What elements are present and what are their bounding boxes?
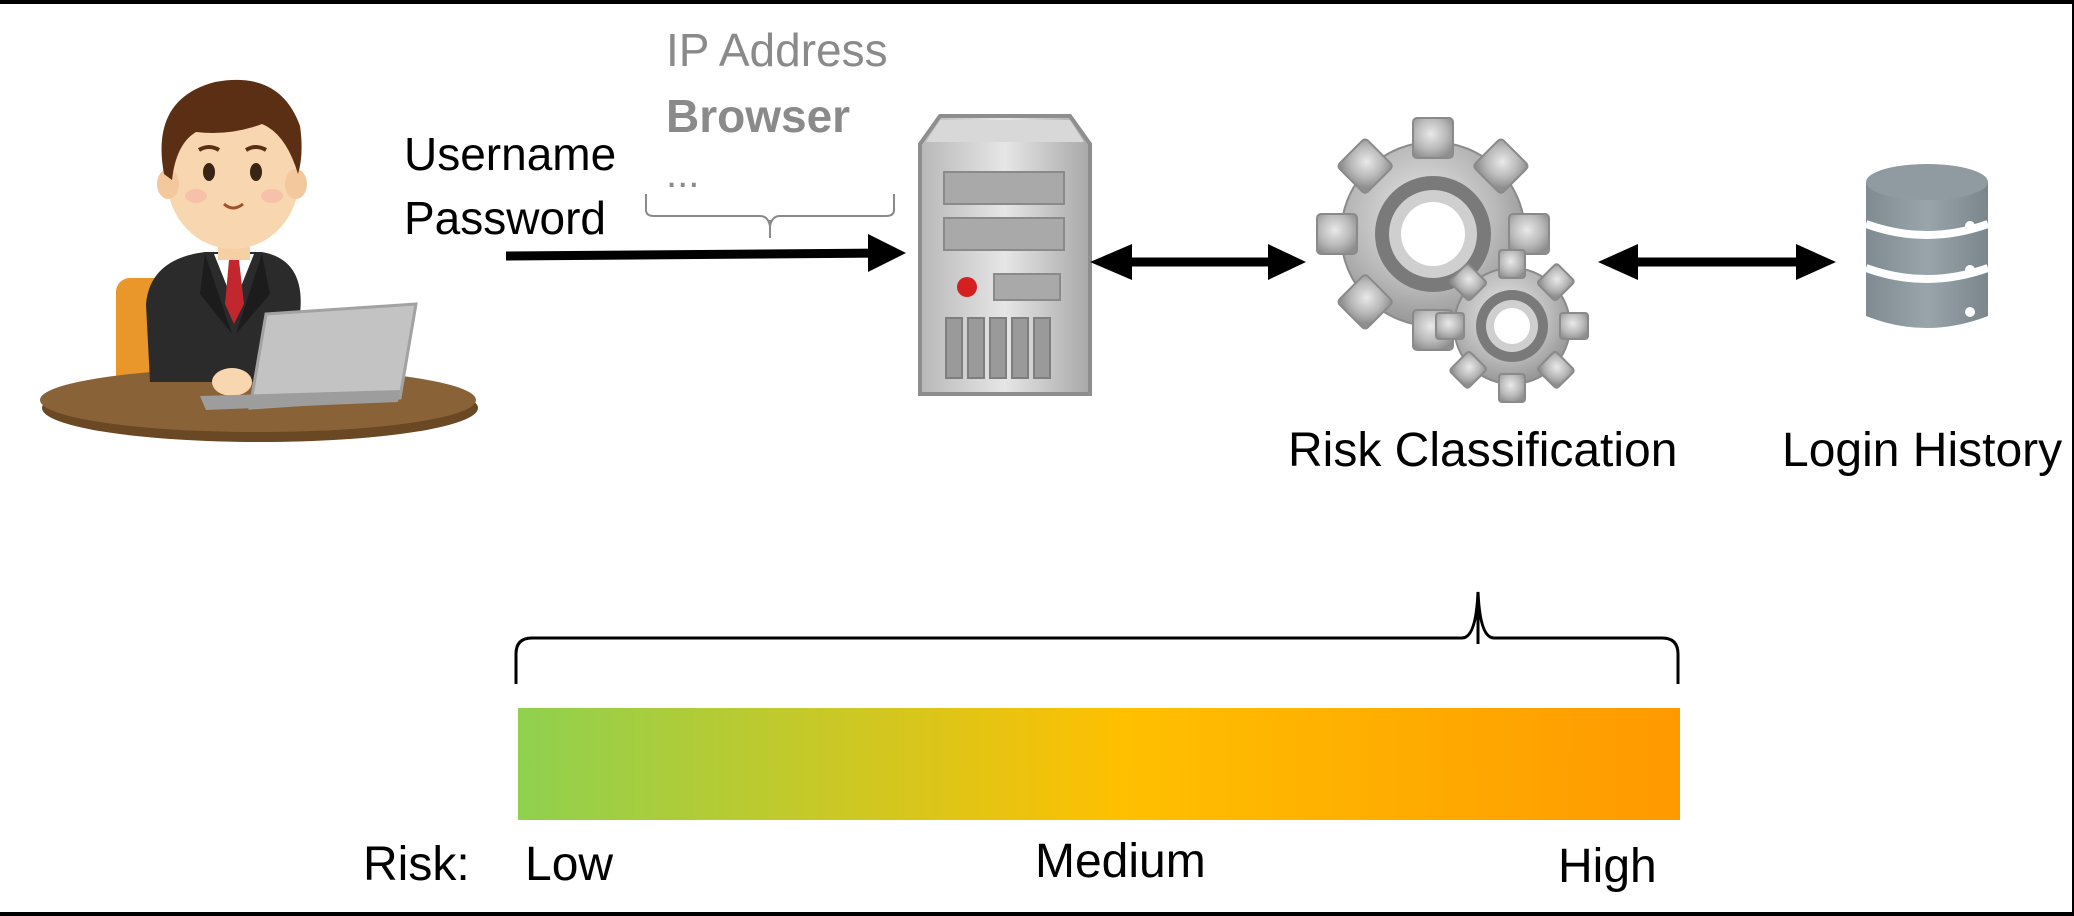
gears-db-arrow-right	[1796, 244, 1836, 280]
database-icon	[1864, 164, 1990, 328]
username-label: Username	[404, 128, 617, 180]
gears-icon	[1316, 117, 1589, 403]
risk-brace	[514, 591, 1680, 684]
request-arrow-head	[868, 234, 906, 272]
risk-classification-label: Risk Classification	[1288, 424, 1678, 477]
risk-low-label: Low	[525, 838, 614, 891]
risk-gradient-bar	[518, 708, 1680, 820]
gears-db-arrow-left	[1598, 244, 1638, 280]
diagram-graphics	[40, 79, 1990, 684]
ip-address-label: IP Address	[666, 24, 888, 76]
more-metadata-label: ...	[666, 152, 700, 196]
server-icon	[918, 114, 1092, 396]
server-gears-arrow-left	[1090, 244, 1132, 280]
login-history-label: Login History	[1782, 424, 2063, 477]
user-at-laptop-icon	[40, 79, 478, 442]
server-gears-arrow-right	[1268, 244, 1306, 280]
risk-medium-label: Medium	[1035, 835, 1206, 888]
risk-high-label: High	[1558, 840, 1657, 893]
password-label: Password	[404, 192, 606, 244]
browser-label: Browser	[666, 90, 851, 142]
risk-scale-label: Risk:	[363, 838, 470, 891]
request-arrow	[505, 248, 893, 261]
